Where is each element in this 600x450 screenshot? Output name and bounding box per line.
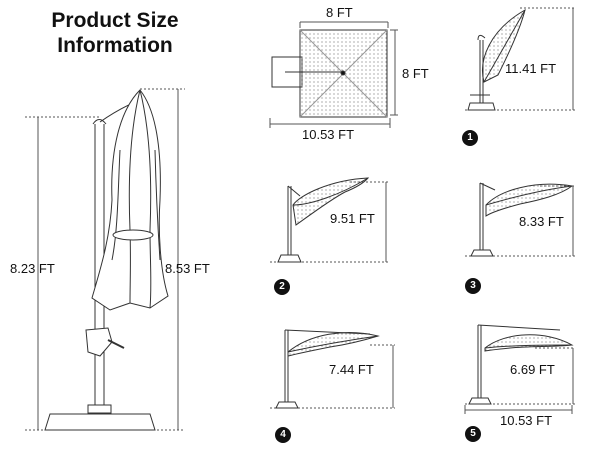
position-3-illustration [465,182,575,257]
main-umbrella-illustration [25,88,185,431]
position-1-badge: 1 [462,130,478,146]
main-height-left-label: 8.23 FT [10,261,55,276]
position-3-badge: 3 [465,278,481,294]
top-view-width-bottom-label: 10.53 FT [302,127,355,142]
product-size-title: Product Size Information [30,8,200,58]
position-4-badge: 4 [275,427,291,443]
position-5-height-label: 6.69 FT [510,362,555,377]
main-height-right-label: 8.53 FT [165,261,210,276]
position-5-badge: 5 [465,426,481,442]
position-3-height-label: 8.33 FT [519,214,564,229]
top-view-diagram [269,21,398,128]
title-line: Information [57,34,173,57]
position-1-illustration [465,7,575,111]
position-2-badge: 2 [274,279,290,295]
position-2-height-label: 9.51 FT [330,211,375,226]
top-view-width-top-label: 8 FT [326,5,353,20]
position-1-height-label: 11.41 FT [505,61,557,76]
position-5-width-label: 10.53 FT [500,413,553,428]
title-line: Product Size [51,9,179,32]
position-2-illustration [270,177,390,263]
position-4-illustration [270,329,395,409]
position-5-illustration [464,324,575,414]
position-4-height-label: 7.44 FT [329,362,374,377]
top-view-depth-label: 8 FT [402,66,429,81]
